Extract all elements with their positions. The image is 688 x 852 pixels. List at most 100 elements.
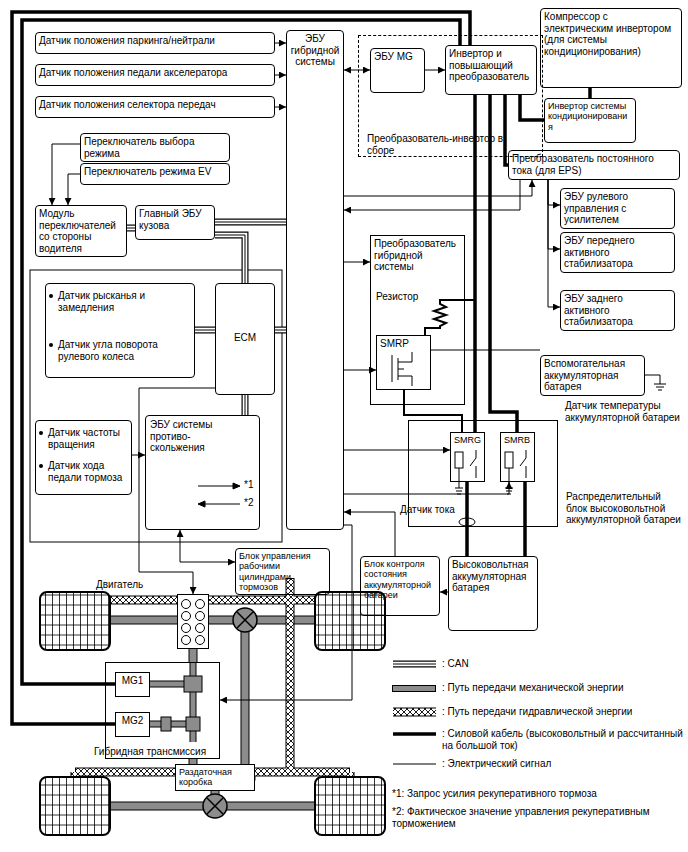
diagram-box: ECM <box>215 283 275 395</box>
connector <box>220 525 352 700</box>
wheels <box>40 592 385 835</box>
box-text: ЭБУ MG <box>374 51 421 63</box>
legend-item: : Путь передачи механической энергии <box>392 682 688 694</box>
connector <box>12 12 470 724</box>
box-text: Гибридная трансмиссия <box>94 746 234 758</box>
box-text: Преобразователь-инвертор в сборе <box>367 133 517 156</box>
connector <box>344 262 370 263</box>
connector <box>195 330 215 331</box>
box-text: Блок управления рабочими цилиндрами торм… <box>239 551 326 592</box>
diagram-box: ЭБУ MG <box>370 48 425 93</box>
note-label: *2: Фактическое значение управления реку… <box>392 806 684 829</box>
connector <box>548 180 560 205</box>
connector <box>193 649 194 662</box>
transmission-gears <box>150 662 202 742</box>
connector <box>275 75 286 76</box>
diagram-box: MG1 <box>115 672 150 697</box>
box-text: Модуль переключателей со стороны водител… <box>39 208 123 254</box>
diagram-box: Датчик рысканья и замедленияДатчик угла … <box>45 283 195 378</box>
connector <box>215 235 245 283</box>
connector <box>215 222 286 223</box>
connector <box>344 180 532 196</box>
legend-text: : Путь передачи механической энергии <box>442 682 688 694</box>
box-text: Датчик положения паркинга/нейтрали <box>39 35 271 47</box>
box-text: Высоковольтная аккумуляторная батарея <box>452 559 534 594</box>
regen-arrows <box>198 483 240 507</box>
diagram-box: Двигатель <box>177 594 209 649</box>
legend-text: : CAN <box>442 658 688 670</box>
diagram-box: SMRG <box>450 432 485 482</box>
box-text: Преобразователь гибридной системы <box>374 238 461 273</box>
diagram-box: ЭБУ гибридной системы <box>286 30 344 530</box>
box-text: Двигатель <box>96 579 171 591</box>
box-text: Распределительный блок высоковольтной ак… <box>566 491 684 526</box>
diagram-box: ЭБУ системы противо-скольжения <box>145 415 260 530</box>
box-text: Преобразователь постоянного тока (для EP… <box>512 153 676 176</box>
box-text: Датчик угла поворота рулевого колеса <box>49 339 191 362</box>
box-text: Компрессор с электрическим инвертором (д… <box>544 11 678 57</box>
connector <box>548 180 560 307</box>
connector <box>344 370 376 371</box>
relay-symbols <box>392 352 526 494</box>
legend-item: : CAN <box>392 658 688 670</box>
resistor-symbol <box>425 300 475 335</box>
diagram-box: SMRPПреобразователь гибридной системы <box>370 235 465 405</box>
diagram-box: Инвертор системы кондиционирования <box>544 98 636 143</box>
diagram-box: ЭБУ MG Инвертор и повышающий преобразоват… <box>358 35 543 157</box>
connector <box>22 20 460 684</box>
connector <box>68 174 80 205</box>
box-text: Переключатель режима EV <box>84 166 226 178</box>
diagram-box: Преобразователь постоянного тока (для EP… <box>508 150 680 180</box>
connector <box>180 530 235 562</box>
box-text: ЭБУ рулевого управления с усилителем <box>564 191 671 226</box>
box-text: MG1 <box>119 675 146 687</box>
diagram-box: Компрессор с электрическим инвертором (д… <box>540 8 682 88</box>
diagram-box: MG1MG2Гибридная трансмиссия <box>105 662 220 759</box>
legend-item: : Путь передачи гидравлической энергии <box>392 706 688 718</box>
sensor-frame <box>30 270 282 542</box>
box-text: Инвертор и повышающий преобразователь <box>449 48 533 83</box>
connector <box>127 228 135 229</box>
connector <box>590 88 591 98</box>
box-text: Датчик частоты вращения <box>39 427 128 450</box>
legend-sample <box>392 758 438 770</box>
box-text: SMRB <box>504 435 531 445</box>
box-text: Инвертор системы кондиционирования <box>548 101 632 132</box>
connector <box>139 388 215 594</box>
box-text: Датчик положения селектора передач <box>39 99 271 111</box>
diagram-box: Датчик положения паркинга/нейтрали <box>35 32 275 54</box>
ground-symbol <box>645 375 666 390</box>
connector <box>275 330 286 331</box>
diagram-box: Раздаточная коробка <box>175 764 255 791</box>
note-label: *1 <box>244 479 260 491</box>
engine-block <box>177 594 209 649</box>
connector <box>275 107 286 108</box>
box-text: Переключатель выбора режима <box>84 136 226 159</box>
connector <box>431 350 540 351</box>
box-text: Главный ЭБУ кузова <box>139 208 211 231</box>
legend-text: : Силовой кабель (высоковольтный и рассч… <box>442 728 688 751</box>
connector <box>548 180 560 249</box>
legend-item: : Электрический сигнал <box>392 758 688 770</box>
note-label: Датчик температуры аккумуляторной батаре… <box>565 400 680 423</box>
box-text: ЭБУ системы противо-скольжения <box>150 419 225 454</box>
diagram-box: Датчик положения селектора передач <box>35 96 275 118</box>
legend-item: : Силовой кабель (высоковольтный и рассч… <box>392 728 688 751</box>
diagram-box: Высоковольтная аккумуляторная батарея <box>448 556 538 631</box>
box-text: ЭБУ заднего активного стабилизатора <box>564 293 671 328</box>
connector <box>467 482 468 556</box>
note-label: *1: Запрос усилия рекуперативного тормоз… <box>392 788 684 800</box>
box-text: Датчик рысканья и замедления <box>49 290 191 313</box>
diagram-box: Главный ЭБУ кузова <box>135 205 215 240</box>
connector <box>490 95 517 432</box>
legend-sample <box>392 658 438 670</box>
connector <box>404 390 462 432</box>
note-label: *2 <box>244 497 260 509</box>
connector <box>344 180 520 210</box>
box-text: MG2 <box>119 715 146 727</box>
diagram-box: Модуль переключателей со стороны водител… <box>35 205 127 257</box>
diagram-box: ЭБУ рулевого управления с усилителем <box>560 188 675 229</box>
box-text: Датчик хода педали тормоза <box>39 460 128 483</box>
